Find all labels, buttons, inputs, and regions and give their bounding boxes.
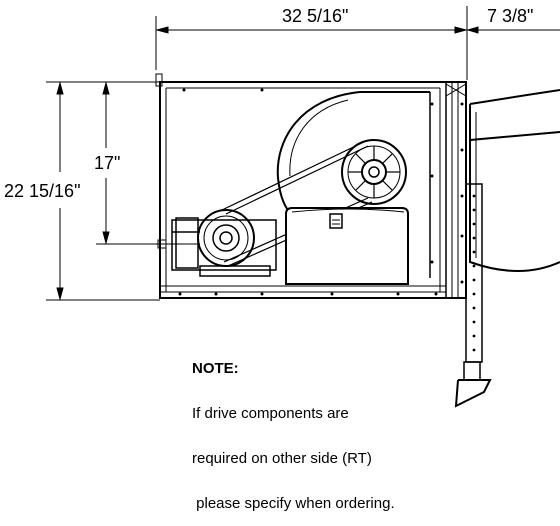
ordering-note: NOTE: If drive components are required o… — [192, 331, 395, 526]
discharge-hood — [469, 89, 560, 272]
support-leg — [454, 183, 492, 408]
shaft-height-dimension — [96, 81, 200, 245]
note-line-3: please specify when ordering. — [192, 495, 395, 512]
frame-dots — [178, 88, 464, 296]
overall-width-dimension — [155, 6, 468, 80]
overall-height-label: 22 15/16" — [4, 181, 80, 201]
hood-depth-label: 7 3/8" — [487, 6, 533, 26]
note-title: NOTE: — [192, 360, 239, 377]
blower-housing — [276, 91, 431, 278]
note-line-2: required on other side (RT) — [192, 450, 372, 467]
support-leg-holes — [472, 194, 476, 352]
motor-base — [171, 217, 277, 277]
overall-width-label: 32 5/16" — [282, 6, 348, 26]
hood-depth-dimension — [466, 26, 560, 34]
motor-enclosure — [285, 207, 409, 285]
motor-pulley — [197, 209, 255, 267]
shaft-height-label: 17" — [94, 153, 120, 173]
note-line-1: If drive components are — [192, 405, 349, 422]
blower-wheel — [341, 139, 407, 205]
blower-assembly-drawing: 32 5/16" 7 3/8" 22 15/16" 17" — [4, 6, 560, 408]
